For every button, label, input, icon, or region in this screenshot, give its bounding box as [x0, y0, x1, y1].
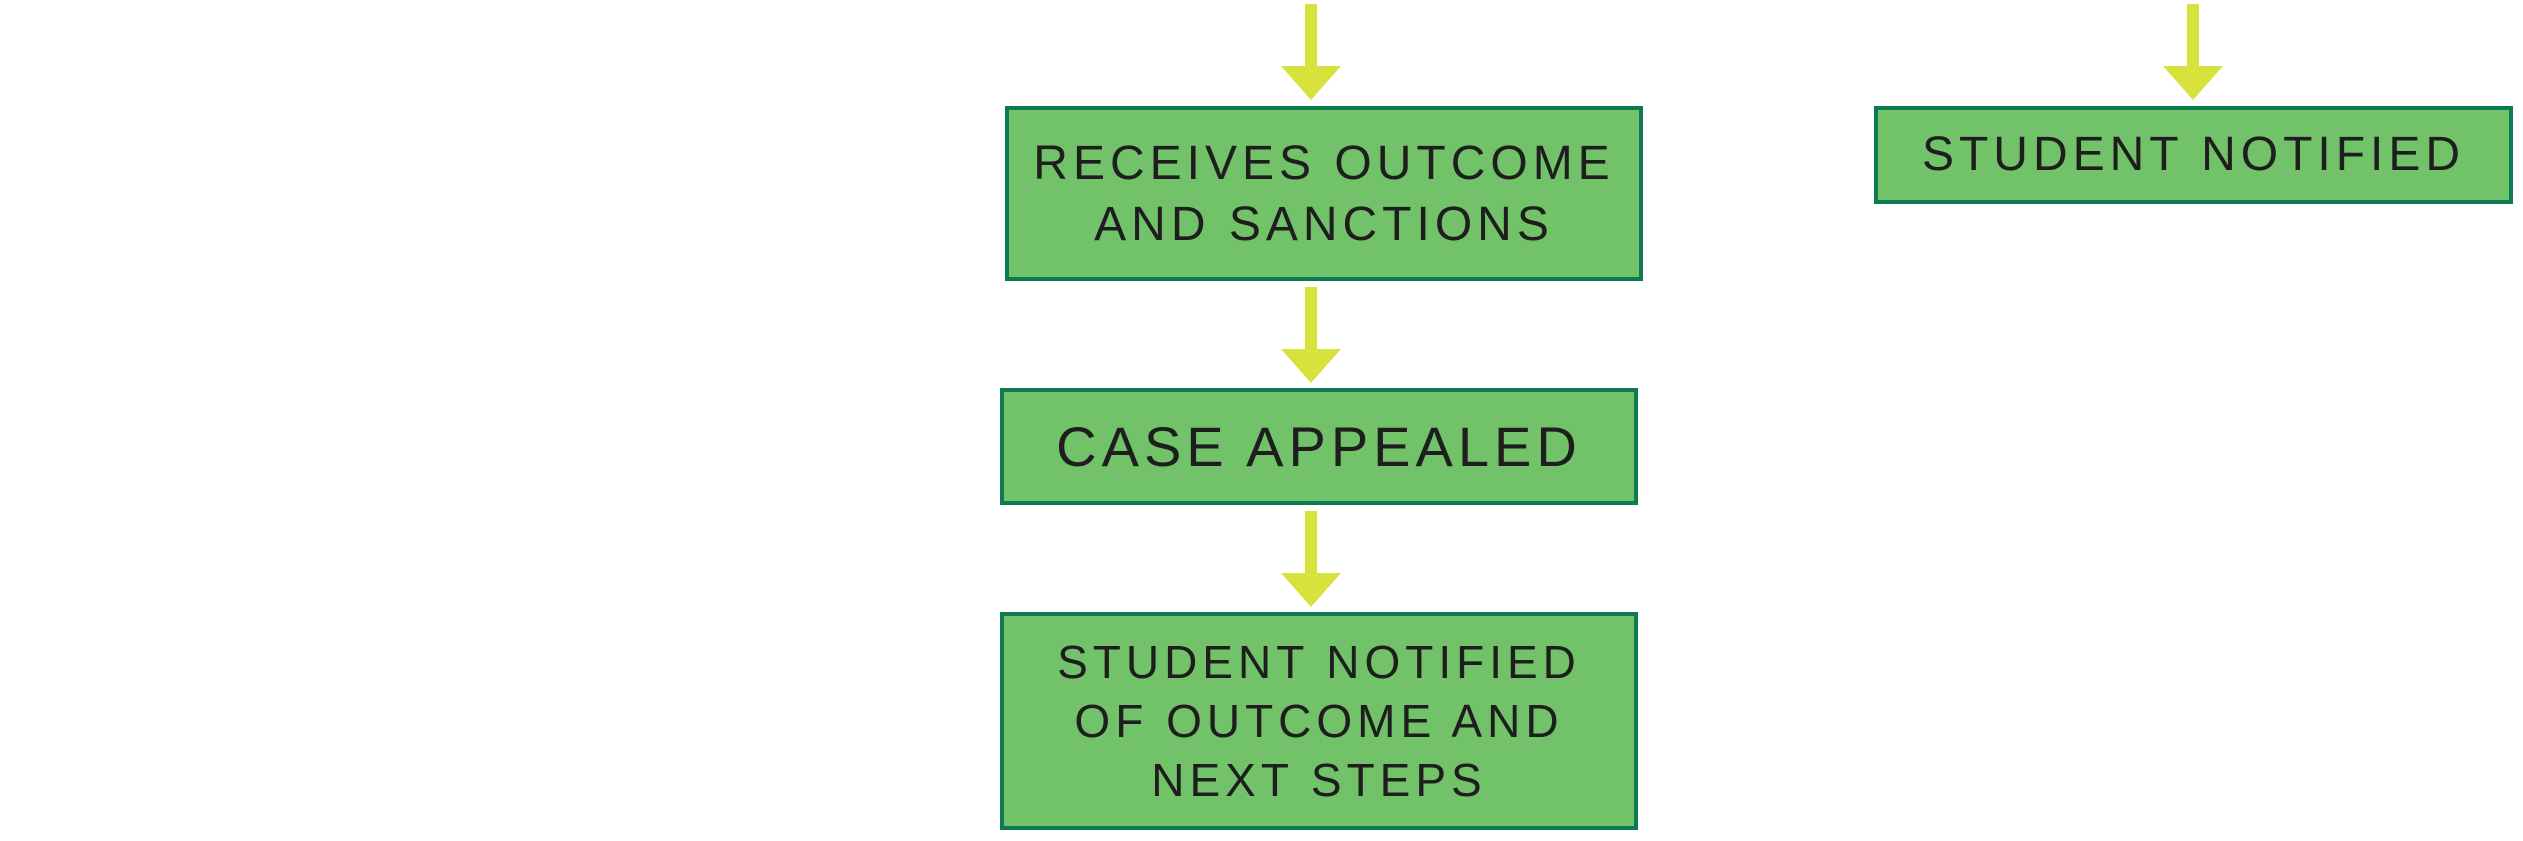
student-notified-box: STUDENT NOTIFIED [1874, 106, 2513, 204]
arrow-down-icon [1281, 287, 1341, 385]
receives-outcome-and-sanctions-label: RECEIVES OUTCOME AND SANCTIONS [1033, 136, 1615, 251]
student-notified-of-outcome-label: STUDENT NOTIFIED OF OUTCOME AND NEXT STE… [1057, 635, 1581, 806]
receives-outcome-and-sanctions-box: RECEIVES OUTCOME AND SANCTIONS [1005, 106, 1643, 281]
case-appealed-label: CASE APPEALED [1056, 414, 1582, 478]
arrow-down-icon [1281, 511, 1341, 609]
case-appealed-box: CASE APPEALED [1000, 388, 1638, 505]
arrow-down-icon [2163, 4, 2223, 102]
student-notified-label: STUDENT NOTIFIED [1921, 128, 2466, 181]
student-notified-of-outcome-box: STUDENT NOTIFIED OF OUTCOME AND NEXT STE… [1000, 612, 1638, 830]
arrow-down-icon [1281, 4, 1341, 102]
